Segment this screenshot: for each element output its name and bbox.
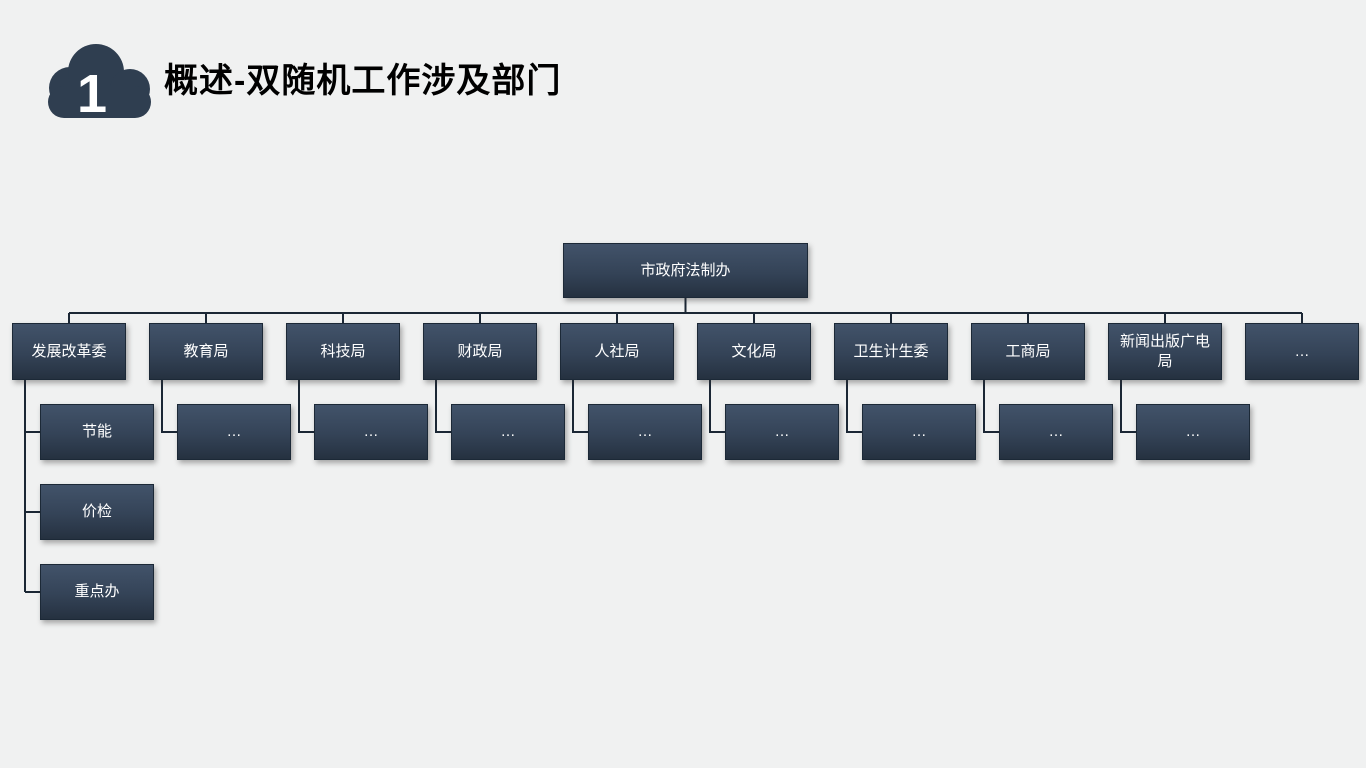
slide-title: 概述-双随机工作涉及部门 — [164, 62, 562, 100]
org-node-dept-7: 工商局 — [971, 323, 1085, 380]
cloud-badge-icon: 1 — [48, 44, 151, 120]
org-node-dept-1: 教育局 — [149, 323, 263, 380]
connector-dept3-child — [435, 380, 451, 433]
org-node-dept-6-child-0: … — [862, 404, 976, 460]
org-node-root: 市政府法制办 — [563, 243, 808, 298]
org-node-dept-0: 发展改革委 — [12, 323, 126, 380]
org-node-dept-8-child-0: … — [1136, 404, 1250, 460]
org-node-dept-8: 新闻出版广电局 — [1108, 323, 1222, 380]
org-node-dept-2: 科技局 — [286, 323, 400, 380]
org-node-dept-0-child-0: 节能 — [40, 404, 154, 460]
org-node-dept-1-child-0: … — [177, 404, 291, 460]
org-node-dept-3-child-0: … — [451, 404, 565, 460]
org-node-dept-6: 卫生计生委 — [834, 323, 948, 380]
connector-drops — [68, 313, 1303, 323]
org-node-dept-3: 财政局 — [423, 323, 537, 380]
org-node-dept-4-child-0: … — [588, 404, 702, 460]
connector-dept5-child — [709, 380, 725, 433]
connector-dept2-child — [298, 380, 314, 433]
connector-dept1-child — [161, 380, 177, 433]
org-node-dept-7-child-0: … — [999, 404, 1113, 460]
org-node-dept-4: 人社局 — [560, 323, 674, 380]
connector-dept6-child — [846, 380, 862, 433]
badge-number: 1 — [77, 64, 107, 120]
connector-dept0-children — [24, 380, 40, 593]
org-node-dept-9: … — [1245, 323, 1359, 380]
org-node-dept-0-child-1: 价检 — [40, 484, 154, 540]
org-node-dept-5-child-0: … — [725, 404, 839, 460]
connector-dept7-child — [983, 380, 999, 433]
org-node-dept-0-child-2: 重点办 — [40, 564, 154, 620]
org-node-dept-5: 文化局 — [697, 323, 811, 380]
connector-dept8-child — [1120, 380, 1136, 433]
org-node-dept-2-child-0: … — [314, 404, 428, 460]
connector-dept4-child — [572, 380, 588, 433]
